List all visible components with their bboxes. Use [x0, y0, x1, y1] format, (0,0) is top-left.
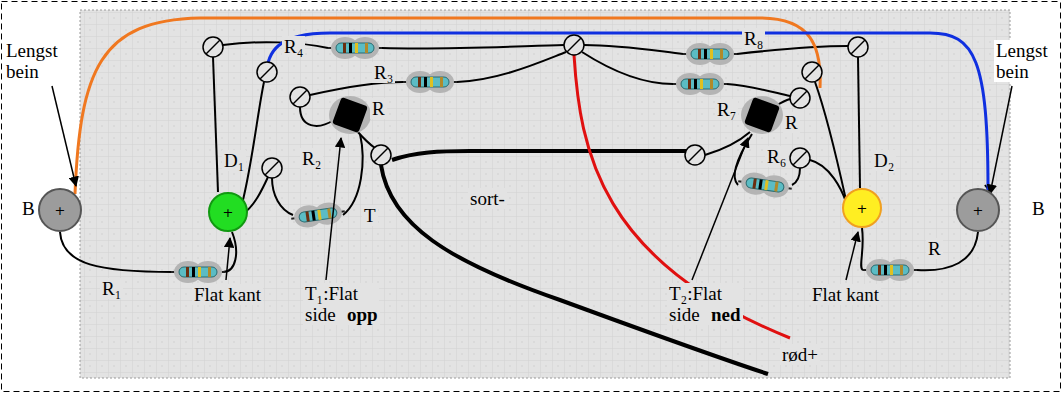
polarity-mark: +: [55, 204, 66, 217]
part-name: R: [370, 98, 387, 119]
part-name: R: [926, 238, 943, 259]
part-name: D₁: [222, 150, 246, 171]
part-name: R₃: [372, 62, 395, 83]
led-symbol: +: [208, 192, 248, 232]
leader-note: ned: [709, 304, 743, 325]
part-name: R₈: [742, 28, 765, 49]
part-name: R₁: [100, 278, 123, 299]
battery-symbol: +: [956, 188, 1000, 232]
led-symbol: +: [842, 188, 882, 228]
leader-note: opp: [345, 304, 380, 325]
part-name: T: [362, 205, 378, 226]
part-name: R₇: [715, 99, 738, 120]
leader-note: Flat kant: [192, 284, 263, 305]
part-name: R: [783, 112, 800, 133]
wire-name: rød+: [780, 344, 820, 365]
part-name: D₂: [872, 150, 896, 171]
leader-note: Lengst bein: [994, 40, 1060, 82]
part-name: R₄: [282, 36, 305, 57]
battery-symbol: +: [38, 188, 82, 232]
part-name: B: [1030, 198, 1047, 219]
part-name: R₆: [765, 146, 788, 167]
part-name: B: [20, 198, 37, 219]
leader-note: Flat kant: [810, 284, 881, 305]
part-name: R₂: [300, 148, 323, 169]
leader-note: Lengst bein: [4, 40, 78, 82]
polarity-mark: +: [223, 206, 234, 219]
wire-name: sort-: [468, 188, 507, 209]
polarity-mark: +: [973, 204, 984, 217]
polarity-mark: +: [857, 202, 868, 215]
